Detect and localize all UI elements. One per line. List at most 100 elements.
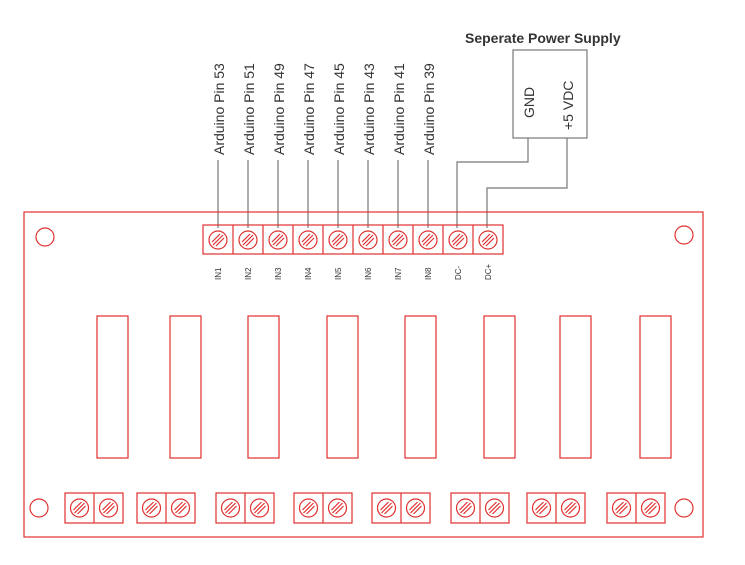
output-terminal-block bbox=[293, 492, 353, 524]
screw-slot bbox=[175, 502, 186, 514]
output-terminal-block bbox=[450, 492, 510, 524]
screw-slot bbox=[488, 501, 497, 511]
screw-slot bbox=[485, 237, 495, 247]
input-screw-terminal bbox=[358, 230, 378, 250]
screw-slot bbox=[224, 501, 233, 511]
output-screw-terminal bbox=[531, 498, 552, 518]
output-screw-terminal bbox=[455, 498, 476, 518]
screw-slot bbox=[303, 502, 314, 514]
screw-slot bbox=[211, 233, 221, 243]
output-screw-terminal bbox=[640, 498, 661, 518]
screw-slot bbox=[215, 237, 225, 247]
output-screw-terminal bbox=[327, 498, 348, 518]
screw-slot bbox=[302, 501, 311, 511]
terminal-label: IN4 bbox=[304, 267, 313, 280]
screw-slot bbox=[422, 234, 434, 246]
screw-slot bbox=[257, 505, 266, 515]
gnd-label: GND bbox=[521, 87, 537, 118]
screw-slot bbox=[391, 233, 401, 243]
terminal-label: IN6 bbox=[364, 267, 373, 280]
mount-hole-bottom-left bbox=[29, 498, 49, 518]
screw-slot bbox=[332, 502, 343, 514]
screw-slot bbox=[459, 501, 468, 511]
screw-slot bbox=[384, 505, 393, 515]
screw-slot bbox=[361, 233, 371, 243]
screw-slot bbox=[73, 501, 82, 511]
arduino-pin-label: Arduino Pin 41 bbox=[391, 63, 407, 155]
input-screw-terminal bbox=[298, 230, 318, 250]
screw-slot bbox=[253, 501, 262, 511]
terminal-label: IN8 bbox=[424, 267, 433, 280]
screw-head bbox=[611, 498, 632, 518]
screw-slot bbox=[455, 237, 465, 247]
screw-head bbox=[455, 498, 476, 518]
screw-slot bbox=[74, 502, 85, 514]
screw-slot bbox=[381, 502, 392, 514]
screw-slot bbox=[102, 501, 111, 511]
terminal-label: IN3 bbox=[274, 267, 283, 280]
terminal-label: IN2 bbox=[244, 267, 253, 280]
screw-head bbox=[220, 498, 241, 518]
output-terminal-block bbox=[371, 492, 431, 524]
screw-slot bbox=[451, 233, 461, 243]
output-screw-terminal bbox=[560, 498, 581, 518]
output-terminal-block bbox=[136, 492, 196, 524]
screw-head bbox=[238, 230, 258, 250]
screw-head bbox=[358, 230, 378, 250]
input-screw-terminal bbox=[208, 230, 228, 250]
screw-slot bbox=[332, 234, 344, 246]
screw-head bbox=[98, 498, 119, 518]
screw-slot bbox=[245, 237, 255, 247]
screw-head bbox=[208, 230, 228, 250]
screw-head bbox=[298, 230, 318, 250]
arduino-pin-label: Arduino Pin 39 bbox=[421, 63, 437, 155]
screw-slot bbox=[228, 505, 237, 515]
output-screw-terminal bbox=[170, 498, 191, 518]
vdc-label: +5 VDC bbox=[560, 81, 576, 130]
screw-slot bbox=[242, 234, 254, 246]
input-screw-terminal bbox=[268, 230, 288, 250]
screw-slot bbox=[225, 502, 236, 514]
output-screw-terminal bbox=[405, 498, 426, 518]
input-screw-terminal bbox=[388, 230, 408, 250]
mount-hole-top-right bbox=[674, 225, 694, 245]
screw-slot bbox=[645, 502, 656, 514]
screw-slot bbox=[489, 502, 500, 514]
screw-slot bbox=[536, 502, 547, 514]
screw-slot bbox=[481, 233, 491, 243]
output-terminal-block bbox=[526, 492, 586, 524]
screw-slot bbox=[380, 501, 389, 511]
screw-head bbox=[376, 498, 397, 518]
screw-slot bbox=[241, 233, 251, 243]
screw-slot bbox=[305, 237, 315, 247]
screw-slot bbox=[275, 237, 285, 247]
output-terminal-block bbox=[64, 492, 124, 524]
screw-slot bbox=[302, 234, 314, 246]
screw-slot bbox=[272, 234, 284, 246]
input-screw-terminal bbox=[328, 230, 348, 250]
screw-head bbox=[388, 230, 408, 250]
screw-slot bbox=[648, 505, 657, 515]
screw-slot bbox=[539, 505, 548, 515]
screw-slot bbox=[335, 505, 344, 515]
screw-slot bbox=[410, 502, 421, 514]
screw-head bbox=[268, 230, 288, 250]
wire-gnd bbox=[456, 138, 529, 228]
screw-head bbox=[170, 498, 191, 518]
arduino-pin-label: Arduino Pin 53 bbox=[211, 63, 227, 155]
screw-head bbox=[249, 498, 270, 518]
output-terminal-block bbox=[606, 492, 666, 524]
mount-hole-top-left bbox=[35, 227, 55, 247]
screw-slot bbox=[301, 233, 311, 243]
screw-slot bbox=[421, 233, 431, 243]
output-terminal-blocks bbox=[64, 492, 666, 524]
screw-slot bbox=[271, 233, 281, 243]
relay bbox=[247, 315, 280, 459]
screw-head bbox=[531, 498, 552, 518]
screw-slot bbox=[149, 505, 158, 515]
output-screw-terminal bbox=[484, 498, 505, 518]
screw-head bbox=[327, 498, 348, 518]
